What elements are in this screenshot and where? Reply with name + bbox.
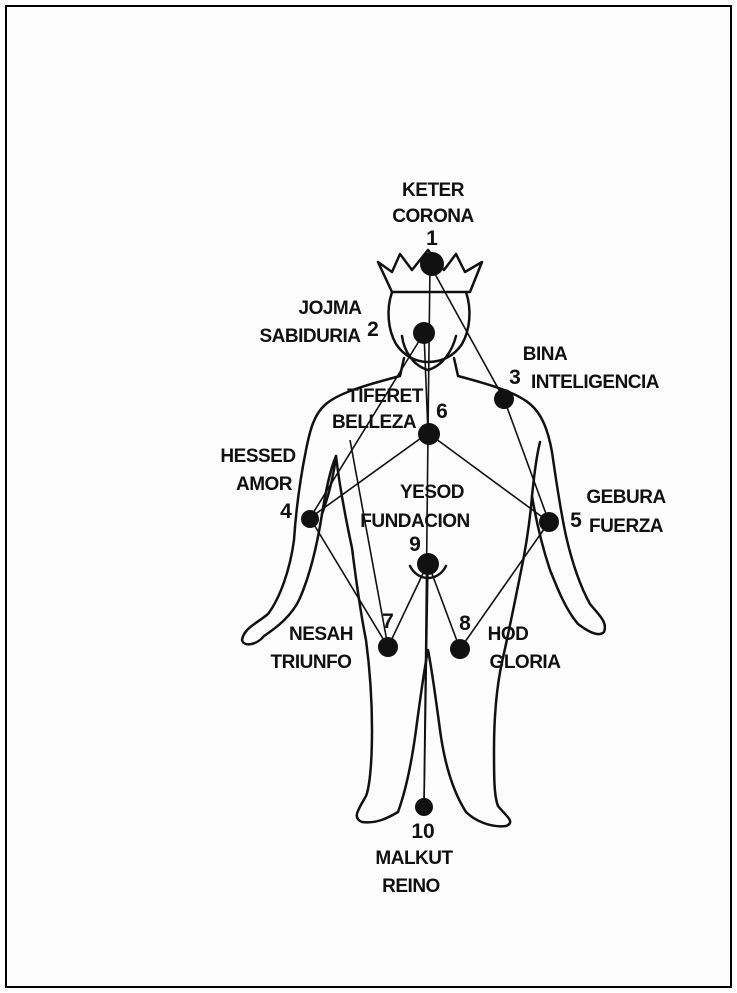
nesah-number: 7 — [382, 610, 394, 633]
node-10 — [415, 798, 433, 816]
node-1 — [420, 252, 444, 276]
hessed-name: HESSED — [220, 446, 295, 467]
body-right — [454, 358, 605, 826]
bina-meaning: INTELIGENCIA — [531, 372, 660, 393]
path-6-4 — [310, 433, 428, 518]
bina-number: 3 — [509, 366, 521, 389]
keter-number: 1 — [426, 227, 438, 250]
node-4 — [301, 510, 319, 528]
path-9-8 — [428, 563, 460, 649]
gebura-name: GEBURA — [586, 487, 666, 508]
labels: KETER CORONA 1 JOJMA SABIDURIA 2 BINA IN… — [220, 180, 666, 897]
yesod-number: 9 — [409, 533, 421, 556]
bina-name: BINA — [523, 344, 568, 365]
keter-meaning: CORONA — [392, 206, 474, 227]
malkut-meaning: REINO — [382, 876, 440, 897]
path-6-5 — [428, 433, 549, 522]
tiferet-name: TIFERET — [347, 386, 424, 407]
hessed-number: 4 — [280, 500, 292, 523]
nesah-name: NESAH — [289, 624, 353, 645]
jojma-meaning: SABIDURIA — [259, 326, 361, 347]
node-9 — [417, 553, 439, 575]
node-5 — [539, 512, 559, 532]
path-3-5 — [504, 399, 549, 522]
node-7 — [378, 637, 398, 657]
malkut-name: MALKUT — [375, 848, 453, 869]
gebura-number: 5 — [570, 509, 582, 532]
malkut-number: 10 — [411, 820, 434, 843]
jojma-name: JOJMA — [299, 298, 363, 319]
keter-name: KETER — [402, 180, 465, 201]
path-2-6 — [424, 333, 428, 433]
hod-meaning: GLORIA — [490, 652, 562, 673]
nesah-meaning: TRIUNFO — [271, 652, 352, 673]
left-inner-arm — [322, 456, 336, 514]
jojma-number: 2 — [367, 318, 379, 341]
yesod-meaning: FUNDACION — [360, 511, 470, 532]
tiferet-meaning: BELLEZA — [332, 412, 417, 433]
node-3 — [494, 389, 514, 409]
gebura-meaning: FUERZA — [589, 516, 664, 537]
inner-legs — [398, 650, 466, 812]
hod-number: 8 — [459, 612, 471, 635]
node-8 — [450, 639, 470, 659]
tiferet-number: 6 — [436, 400, 448, 423]
node-2 — [413, 322, 435, 344]
node-6 — [418, 423, 440, 445]
hod-name: HOD — [488, 624, 529, 645]
path-1-6 — [428, 265, 430, 433]
path-9-7 — [388, 563, 428, 647]
yesod-name: YESOD — [400, 482, 464, 503]
hessed-meaning: AMOR — [236, 474, 293, 495]
